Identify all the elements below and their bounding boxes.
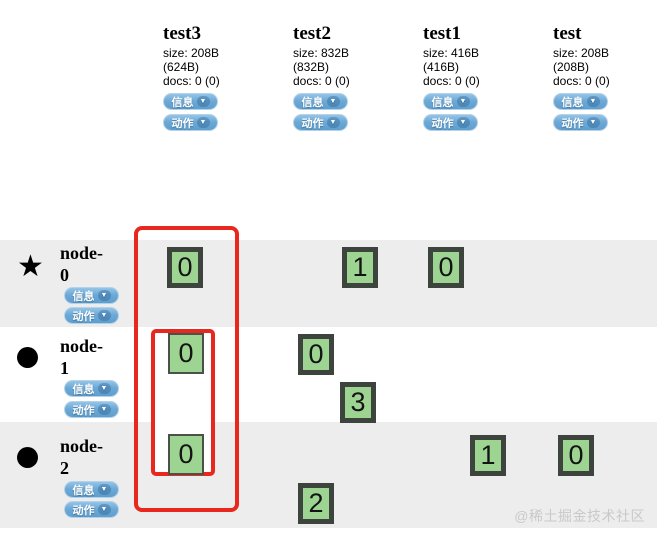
index-title: test1 — [423, 23, 461, 44]
dropdown-arrow-icon: ▼ — [326, 96, 340, 107]
index-size-line2: (624B) — [163, 60, 200, 74]
index-size-line1: size: 832B — [293, 46, 350, 60]
node-circle-icon — [17, 347, 38, 368]
index-actions-button-label: 动作 — [171, 117, 194, 130]
index-actions-button-label: 动作 — [301, 117, 324, 130]
index-actions-button-label: 动作 — [431, 117, 454, 130]
watermark: @稀土掘金技术社区 — [514, 508, 645, 524]
node-name-line1: node- — [60, 243, 104, 263]
node-name-line2: 0 — [60, 265, 69, 285]
shard-box-test-node-2[interactable]: 0 — [558, 435, 594, 476]
index-actions-button[interactable]: 动作▼ — [293, 114, 348, 131]
node-info-button-label: 信息 — [72, 383, 95, 396]
node-name: node-1 — [60, 335, 103, 379]
node-actions-button-label: 动作 — [72, 404, 95, 417]
node-name: node-2 — [60, 435, 103, 479]
shard-box-test2-node-1[interactable]: 0 — [298, 334, 334, 375]
dropdown-arrow-icon: ▼ — [97, 290, 111, 301]
index-info-button-label: 信息 — [431, 96, 454, 109]
index-info-button[interactable]: 信息▼ — [423, 93, 478, 110]
dropdown-arrow-icon: ▼ — [586, 96, 600, 107]
dropdown-arrow-icon: ▼ — [326, 117, 340, 128]
index-actions-button-label: 动作 — [561, 117, 584, 130]
dropdown-arrow-icon: ▼ — [97, 383, 111, 394]
node-actions-button-label: 动作 — [72, 504, 95, 517]
dropdown-arrow-icon: ▼ — [196, 96, 210, 107]
dropdown-arrow-icon: ▼ — [586, 117, 600, 128]
index-size-line1: size: 208B — [553, 46, 610, 60]
index-size-line1: size: 208B — [163, 46, 220, 60]
master-star-icon: ★ — [17, 250, 44, 283]
shard-box-test3-node-1[interactable]: 0 — [168, 333, 204, 374]
index-info-button-label: 信息 — [561, 96, 584, 109]
index-size-line2: (416B) — [423, 60, 460, 74]
index-docs-line: docs: 0 (0) — [553, 74, 610, 88]
index-docs-line: docs: 0 (0) — [163, 74, 220, 88]
index-actions-button[interactable]: 动作▼ — [423, 114, 478, 131]
node-name-line1: node- — [60, 436, 104, 456]
index-actions-button[interactable]: 动作▼ — [553, 114, 608, 131]
node-actions-button[interactable]: 动作▼ — [64, 307, 119, 324]
dropdown-arrow-icon: ▼ — [97, 504, 111, 515]
node-name-line2: 2 — [60, 458, 69, 478]
dropdown-arrow-icon: ▼ — [97, 310, 111, 321]
node-actions-button[interactable]: 动作▼ — [64, 501, 119, 518]
node-name-line1: node- — [60, 336, 104, 356]
index-info-button-label: 信息 — [301, 96, 324, 109]
dropdown-arrow-icon: ▼ — [456, 96, 470, 107]
node-info-button[interactable]: 信息▼ — [64, 380, 119, 397]
node-info-button-label: 信息 — [72, 290, 95, 303]
index-title: test2 — [293, 23, 331, 44]
index-size-line1: size: 416B — [423, 46, 480, 60]
index-info-button-label: 信息 — [171, 96, 194, 109]
index-docs-line: docs: 0 (0) — [423, 74, 480, 88]
node-circle-icon — [17, 447, 38, 468]
index-size-line2: (208B) — [553, 60, 590, 74]
shard-box-test1-node-2[interactable]: 1 — [470, 435, 506, 476]
node-info-button[interactable]: 信息▼ — [64, 481, 119, 498]
shard-box-test2-node-1[interactable]: 3 — [340, 382, 376, 423]
dropdown-arrow-icon: ▼ — [97, 484, 111, 495]
shard-box-test2-node-2[interactable]: 2 — [298, 483, 334, 524]
index-title: test3 — [163, 23, 201, 44]
shard-box-test2-node-0[interactable]: 1 — [342, 247, 378, 288]
node-name: node-0 — [60, 242, 103, 286]
node-actions-button[interactable]: 动作▼ — [64, 401, 119, 418]
node-info-button[interactable]: 信息▼ — [64, 287, 119, 304]
dropdown-arrow-icon: ▼ — [456, 117, 470, 128]
index-actions-button[interactable]: 动作▼ — [163, 114, 218, 131]
index-info-button[interactable]: 信息▼ — [553, 93, 608, 110]
index-docs-line: docs: 0 (0) — [293, 74, 350, 88]
node-name-line2: 1 — [60, 358, 69, 378]
index-info-button[interactable]: 信息▼ — [293, 93, 348, 110]
shard-box-test3-node-0[interactable]: 0 — [167, 247, 203, 288]
shard-box-test1-node-0[interactable]: 0 — [428, 247, 464, 288]
index-info-button[interactable]: 信息▼ — [163, 93, 218, 110]
index-size-line2: (832B) — [293, 60, 330, 74]
dropdown-arrow-icon: ▼ — [97, 404, 111, 415]
node-info-button-label: 信息 — [72, 484, 95, 497]
index-title: test — [553, 23, 582, 44]
dropdown-arrow-icon: ▼ — [196, 117, 210, 128]
node-actions-button-label: 动作 — [72, 310, 95, 323]
shard-box-test3-node-2[interactable]: 0 — [168, 434, 204, 475]
